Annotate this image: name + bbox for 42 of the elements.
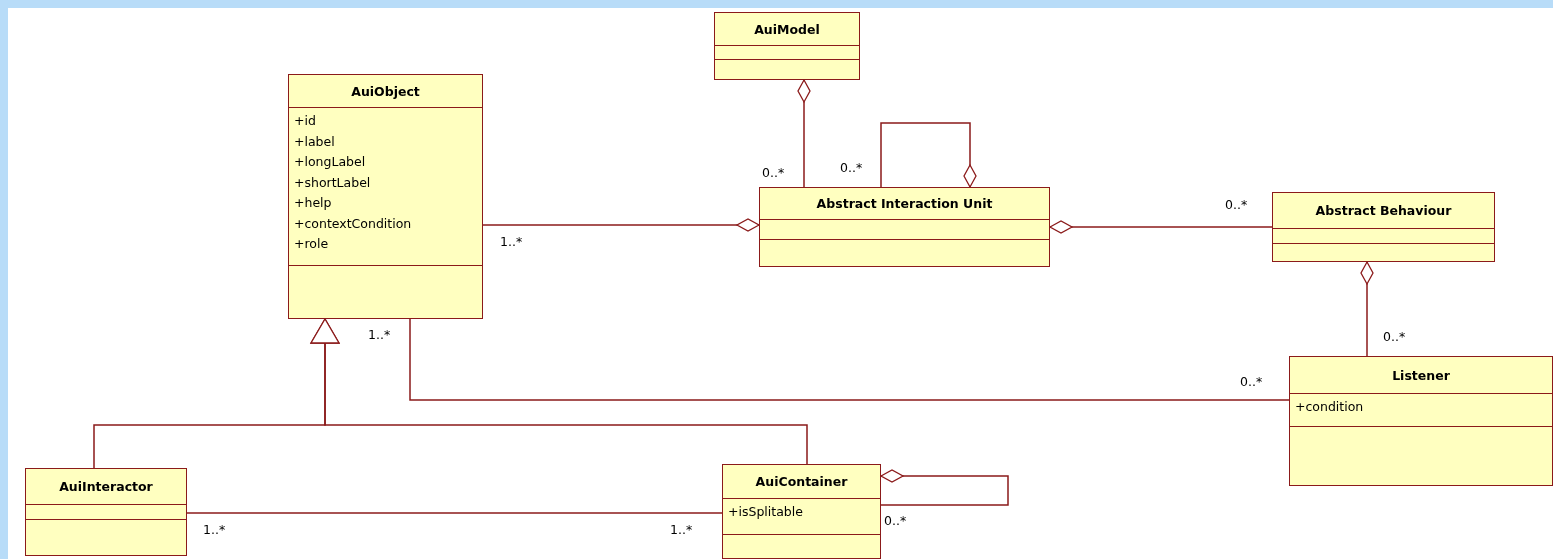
class-name: AuiInteractor [59, 479, 153, 494]
generalization-arrow [310, 318, 808, 465]
multiplicity-label: 1..* [203, 523, 226, 537]
multiplicity-label: 0..* [884, 514, 907, 528]
class-name: Abstract Behaviour [1315, 203, 1452, 218]
class-box [1272, 192, 1495, 262]
multiplicity-label: 0..* [1383, 330, 1406, 344]
multiplicity-label: 0..* [840, 161, 863, 175]
multiplicity-label: 1..* [368, 328, 391, 342]
association-line [186, 512, 723, 514]
class-box [25, 468, 187, 556]
class-name: Abstract Interaction Unit [816, 196, 993, 211]
association-line [409, 318, 1290, 401]
aggregation-line [1360, 261, 1374, 357]
aggregation-line [482, 218, 760, 232]
multiplicity-label: 0..* [1240, 375, 1263, 389]
attribute: +role [294, 235, 330, 253]
attribute: +id [294, 112, 317, 130]
multiplicity-label: 1..* [500, 235, 523, 249]
aggregation-line [1049, 220, 1273, 234]
class-box [759, 187, 1050, 267]
aggregation-line [797, 79, 811, 188]
attribute: +condition [1295, 398, 1365, 416]
multiplicity-label: 0..* [1225, 198, 1248, 212]
attribute: +shortLabel [294, 173, 372, 192]
attribute: +help [294, 194, 333, 212]
attribute: +contextCondition [294, 214, 413, 233]
attribute: +isSplitable [728, 503, 804, 521]
class-name: AuiModel [754, 21, 820, 37]
class-name: AuiObject [351, 83, 420, 99]
aggregation-line [880, 469, 1009, 506]
class-box [714, 12, 860, 80]
multiplicity-label: 1..* [670, 523, 693, 537]
class-name: Listener [1392, 367, 1450, 383]
attribute: +longLabel [294, 153, 367, 171]
attribute: +label [294, 132, 336, 151]
multiplicity-label: 0..* [762, 166, 785, 180]
class-box [288, 74, 483, 319]
class-name: AuiContainer [755, 474, 848, 489]
class-box [1289, 356, 1553, 486]
class-box [722, 464, 881, 559]
aggregation-line [880, 122, 977, 188]
